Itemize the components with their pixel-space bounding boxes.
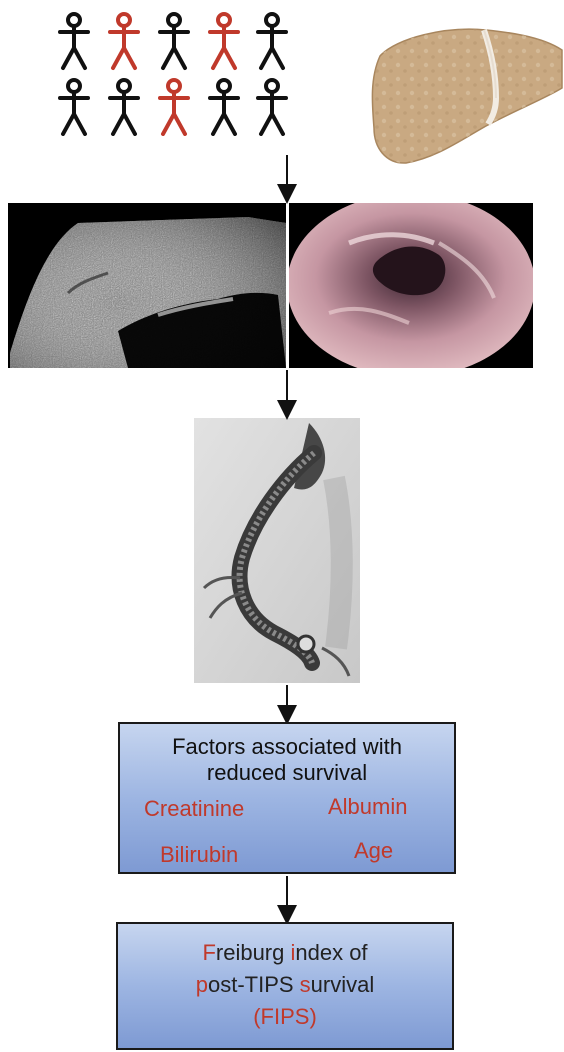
factor-age: Age — [354, 838, 393, 864]
factors-title-line2: reduced survival — [120, 760, 454, 786]
fips-box: Freiburg index of post-TIPS survival (FI… — [116, 922, 454, 1050]
person-icon — [258, 80, 286, 134]
endoscopy-image — [289, 203, 533, 368]
fips-line1: Freiburg index of — [118, 938, 452, 968]
factor-creatinine: Creatinine — [144, 796, 244, 822]
person-icon — [210, 80, 238, 134]
factors-box: Factors associated with reduced survival… — [118, 722, 456, 874]
ultrasound-image — [8, 203, 286, 368]
person-icon — [60, 80, 88, 134]
factor-albumin: Albumin — [328, 794, 407, 820]
factor-bilirubin: Bilirubin — [160, 842, 238, 868]
patient-cohort-icons — [50, 6, 310, 136]
factors-title-line1: Factors associated with — [120, 734, 454, 760]
fips-line3: (FIPS) — [118, 1002, 452, 1032]
fips-line2: post-TIPS survival — [118, 970, 452, 1000]
person-icon — [210, 14, 238, 68]
liver-illustration — [366, 18, 564, 168]
person-icon — [110, 14, 138, 68]
tips-angiography-image — [194, 418, 360, 683]
person-icon — [160, 14, 188, 68]
person-icon — [258, 14, 286, 68]
person-icon — [60, 14, 88, 68]
person-icon — [160, 80, 188, 134]
person-icon — [110, 80, 138, 134]
